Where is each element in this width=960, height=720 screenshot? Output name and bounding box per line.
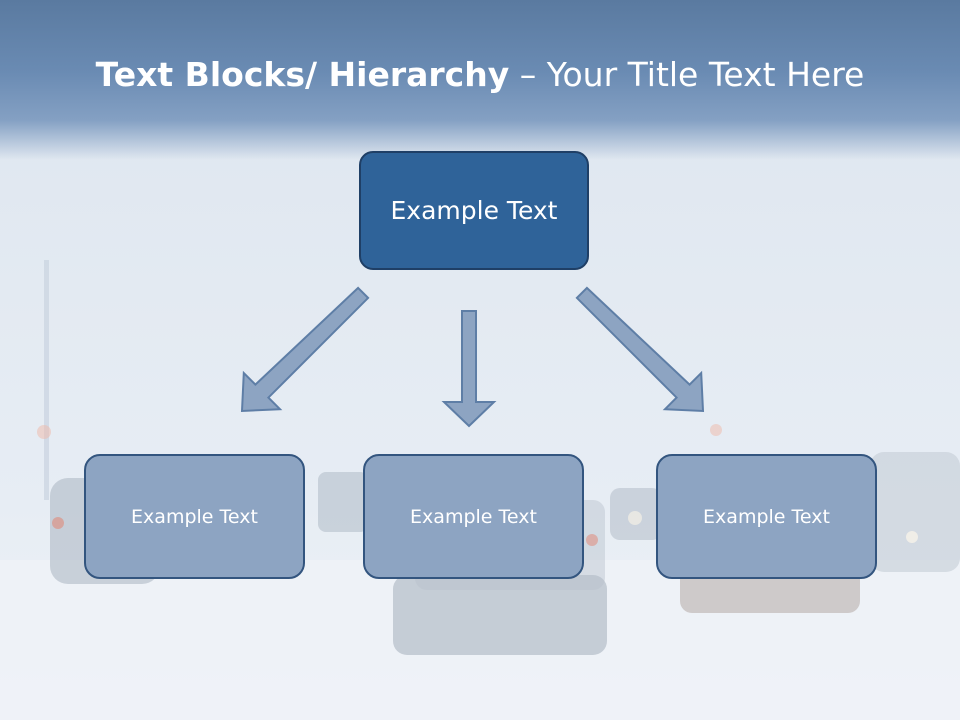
van-right (870, 452, 960, 572)
car-center-roof (393, 575, 607, 655)
slide-title[interactable]: Text Blocks/ Hierarchy – Your Title Text… (0, 52, 960, 98)
tail-light-left (52, 517, 64, 529)
distant-light-left (37, 425, 51, 439)
title-bold-part: Text Blocks/ Hierarchy (95, 55, 510, 94)
child-block-left[interactable]: Example Text (84, 454, 305, 579)
tail-light-center (586, 534, 598, 546)
child-block-label: Example Text (410, 505, 537, 528)
car-far-left (318, 472, 368, 532)
title-rest-part: Your Title Text Here (546, 55, 865, 94)
arrow-to-center-block[interactable] (441, 310, 497, 428)
arrow-to-left-block[interactable] (240, 286, 370, 413)
title-separator: – (509, 55, 547, 94)
distant-light-right (710, 424, 722, 436)
child-block-right[interactable]: Example Text (656, 454, 877, 579)
head-light-right (628, 511, 642, 525)
child-block-label: Example Text (131, 505, 258, 528)
arrow-to-right-block[interactable] (575, 286, 705, 413)
head-light-van (906, 531, 918, 543)
lamp-post-left (44, 260, 49, 500)
child-block-center[interactable]: Example Text (363, 454, 584, 579)
title-bar (0, 0, 960, 160)
top-block[interactable]: Example Text (359, 151, 589, 270)
child-block-label: Example Text (703, 505, 830, 528)
top-block-label: Example Text (390, 196, 558, 225)
